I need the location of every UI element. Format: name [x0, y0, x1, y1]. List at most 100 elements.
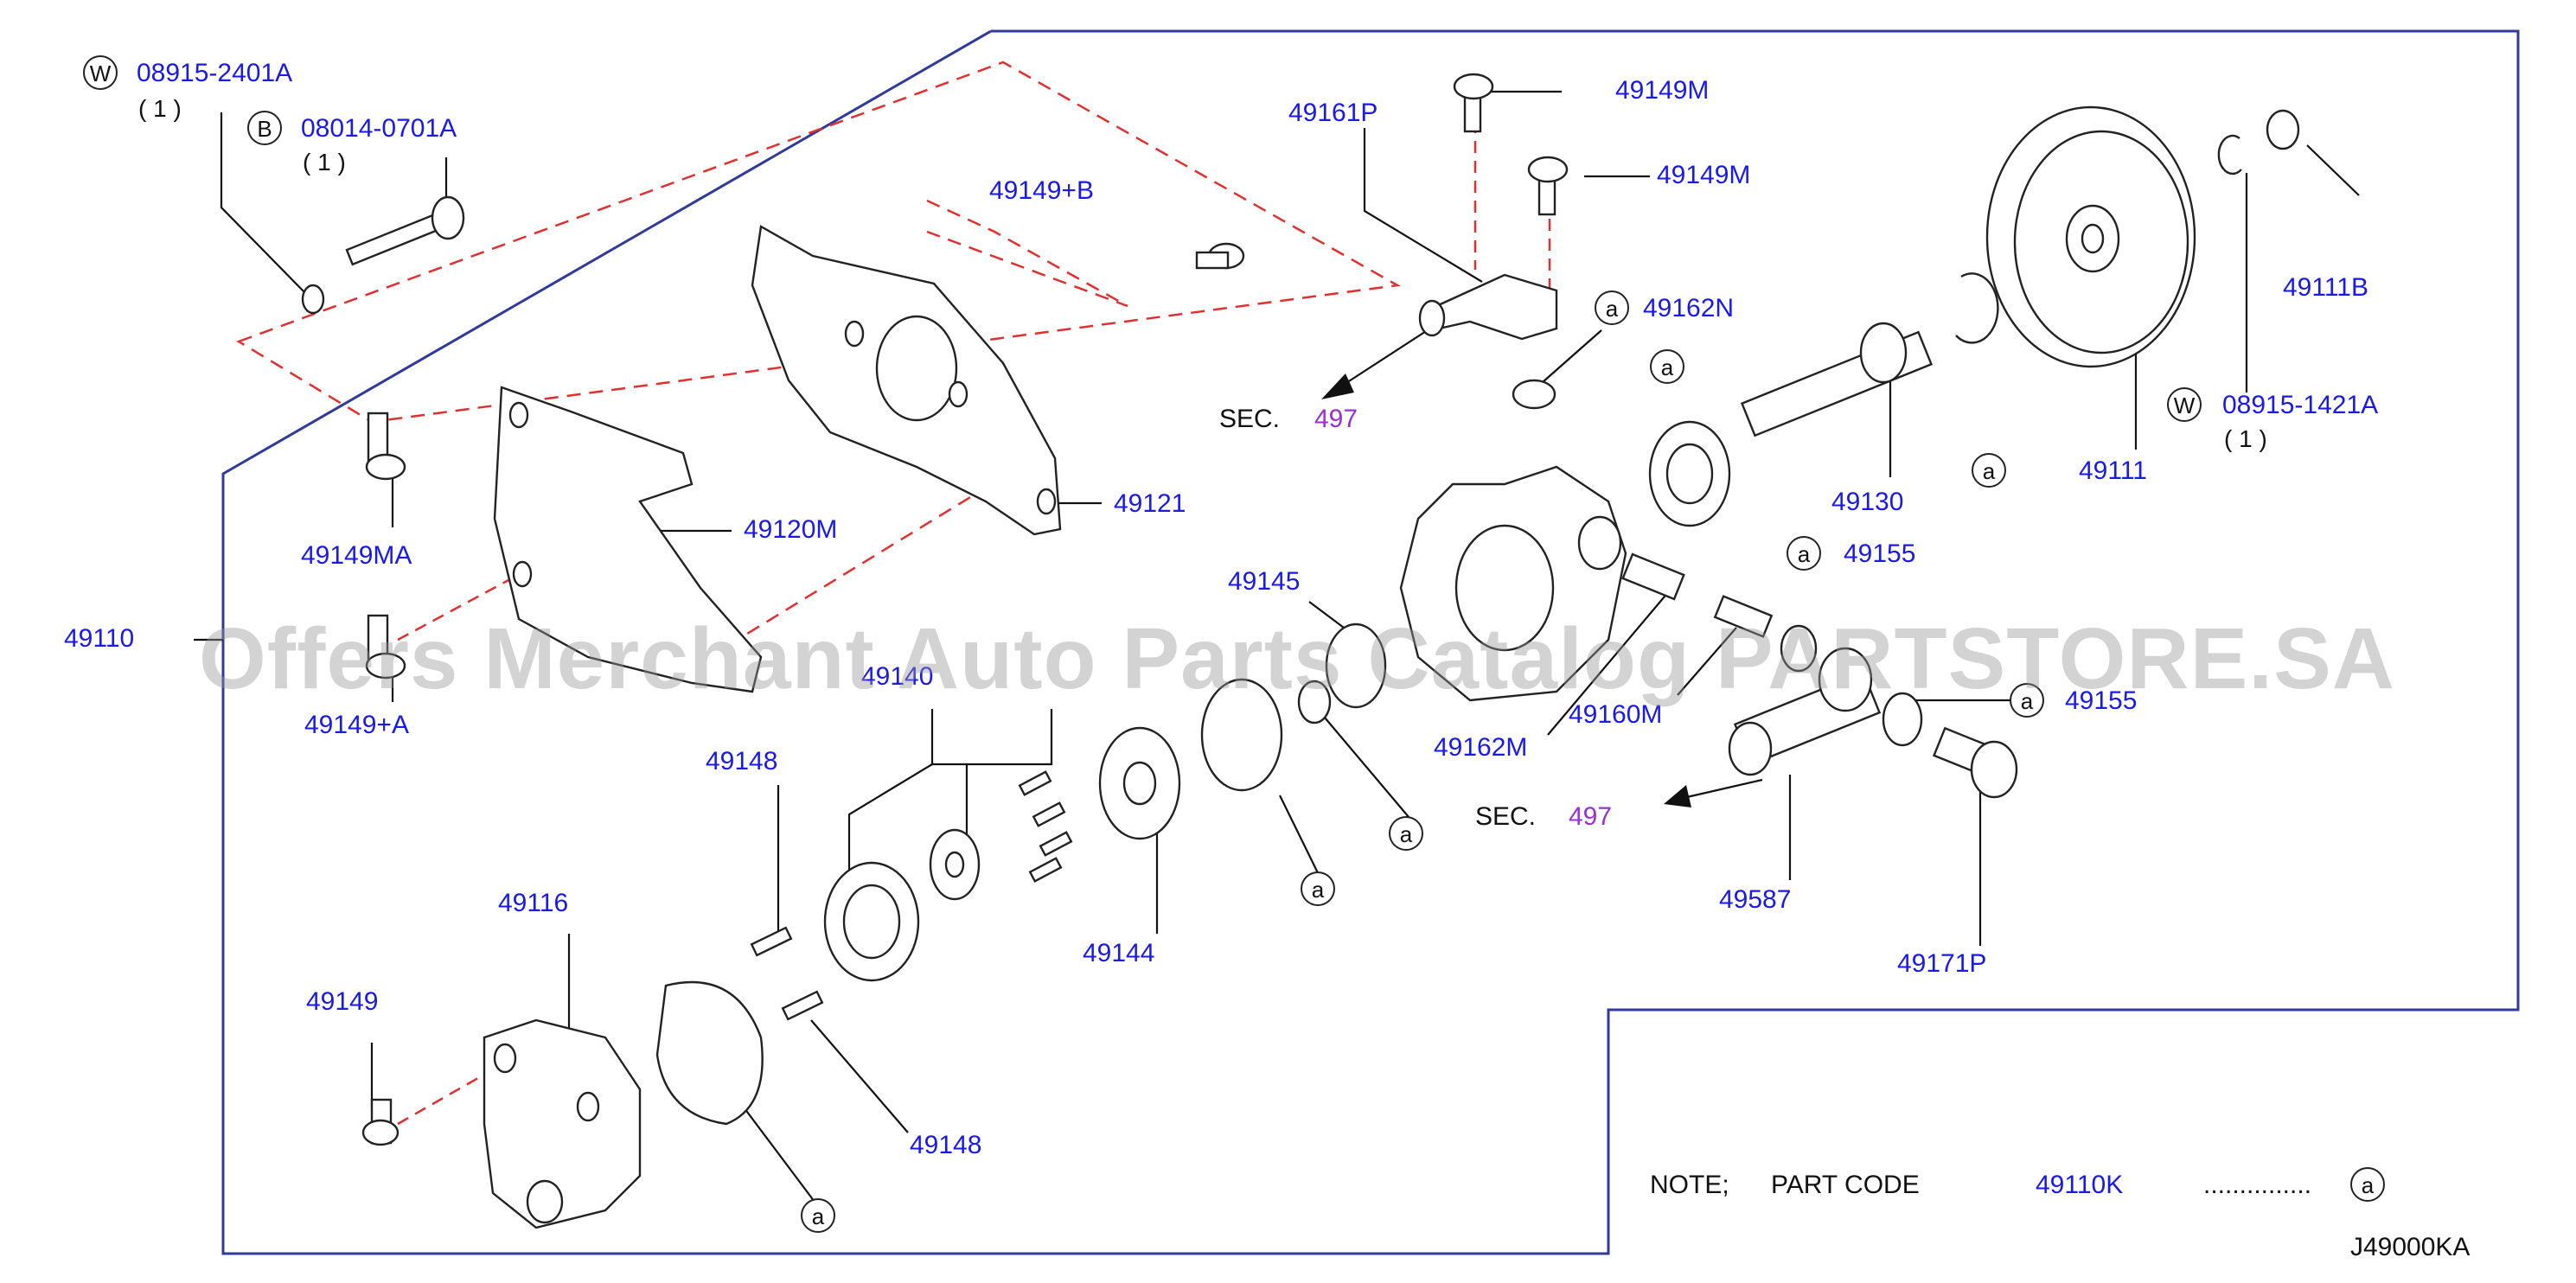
part-49145[interactable]: 49145 [1228, 567, 1301, 596]
nut-49111B [2266, 109, 2300, 150]
snap-ring [1955, 272, 1999, 344]
leader-08915-2401A [220, 112, 307, 295]
symbol-a-49155-2: a [2010, 683, 2044, 718]
sec-number-1[interactable]: 497 [1314, 405, 1358, 433]
part-49149[interactable]: 49149 [306, 987, 379, 1016]
housing-49116-hole-1 [493, 1043, 517, 1074]
bracket-49120M-hole-1 [508, 401, 529, 429]
sec-arrow-line-2 [1678, 778, 1763, 801]
bolt-49149M-1-shaft [1463, 95, 1482, 133]
qty-08014-0701A: ( 1 ) [303, 149, 346, 176]
part-08915-2401A[interactable]: 08915-2401A [137, 59, 293, 87]
note-label: NOTE; [1650, 1171, 1729, 1199]
part-49149M-2[interactable]: 49149M [1657, 161, 1751, 189]
symbol-a-cap: a [1389, 816, 1423, 851]
qty-08915-2401A: ( 1 ) [138, 95, 182, 122]
oring-49145 [1325, 622, 1387, 709]
bracket-49121-bolt-hole-2 [948, 380, 968, 408]
washer-08915-1421A [2217, 134, 2242, 176]
part-49161P[interactable]: 49161P [1288, 99, 1378, 127]
cam-ring-inner [842, 884, 901, 960]
part-08915-1421A[interactable]: 08915-1421A [2222, 391, 2379, 419]
sec-arrow-line-1 [1336, 324, 1436, 390]
connector-49161P [1423, 273, 1558, 341]
part-49149B[interactable]: 49149+B [989, 176, 1094, 205]
side-plate-49144-hole [1122, 761, 1157, 806]
bolt-49149M-2-shaft [1537, 178, 1556, 216]
shaft-49130-flange [1859, 322, 1908, 384]
bolt-49149B-shaft [1195, 251, 1230, 270]
symbol-a-49155-1: a [1787, 536, 1821, 571]
part-49144[interactable]: 49144 [1083, 939, 1155, 967]
dowel-pin-1 [750, 926, 793, 957]
symbol-w-2: W [2167, 387, 2202, 422]
part-49110[interactable]: 49110 [64, 624, 135, 653]
part-49155-1[interactable]: 49155 [1844, 539, 1916, 568]
pulley-49111-bore [2081, 223, 2105, 254]
vane-3 [1039, 831, 1073, 857]
inner-dashed-line [926, 199, 1128, 308]
bracket-49121-bolt-hole-3 [1036, 488, 1057, 515]
cover-plate [1200, 678, 1283, 792]
housing-49116-hole-3 [526, 1179, 564, 1224]
note-symbol-a: a [2350, 1167, 2385, 1202]
part-49148-2[interactable]: 49148 [910, 1131, 982, 1159]
bolt-49149M-2-head [1527, 156, 1569, 183]
leader-49148-2 [810, 1019, 909, 1133]
rotor-hub [944, 851, 965, 878]
washer-49155-1 [1780, 624, 1818, 673]
part-49148-1[interactable]: 49148 [706, 747, 778, 776]
leader-49161P [1363, 128, 1483, 283]
part-49155-2[interactable]: 49155 [2065, 686, 2138, 715]
part-49162N[interactable]: 49162N [1643, 294, 1735, 322]
bolt-49149M-1-head [1453, 73, 1494, 100]
symbol-b: B [247, 111, 282, 145]
symbol-a-seal: a [1650, 349, 1684, 384]
part-49120M[interactable]: 49120M [744, 515, 838, 544]
bracket-dashed-outline [236, 61, 1401, 424]
sec-arrow-head-2 [1664, 785, 1691, 807]
part-49111B[interactable]: 49111B [2283, 273, 2368, 302]
note-part-code[interactable]: 49110K [2036, 1171, 2124, 1199]
part-49149MA[interactable]: 49149MA [301, 541, 412, 570]
leader-a-cap [1324, 717, 1419, 829]
part-49121[interactable]: 49121 [1114, 489, 1186, 518]
part-49149M-1[interactable]: 49149M [1615, 76, 1710, 105]
bolt-49149A-head [365, 652, 406, 680]
part-49162M[interactable]: 49162M [1434, 733, 1528, 762]
part-08014-0701A[interactable]: 08014-0701A [301, 114, 457, 143]
symbol-a-oring: a [1301, 871, 1335, 906]
sec-number-2[interactable]: 497 [1569, 802, 1613, 831]
gasket [655, 980, 764, 1126]
symbol-a-snapring: a [1972, 453, 2006, 488]
note-part-code-label: PART CODE [1771, 1171, 1920, 1199]
bolt-dashed-line-4 [397, 578, 511, 642]
washer-small [301, 284, 325, 315]
bracket-49120M [493, 386, 763, 693]
watermark-text: Offers Merchant Auto Parts Catalog PARTS… [199, 610, 2395, 707]
vane-1 [1018, 770, 1052, 796]
part-49171P[interactable]: 49171P [1897, 949, 1987, 978]
leader-a-gasket [736, 1097, 815, 1203]
part-49160M[interactable]: 49160M [1569, 700, 1663, 729]
part-49140[interactable]: 49140 [861, 662, 934, 691]
part-49111[interactable]: 49111 [2079, 456, 2147, 485]
pump-body-port [1577, 515, 1622, 571]
seal-inner [1665, 443, 1714, 505]
part-49587[interactable]: 49587 [1719, 885, 1792, 914]
assembly-boundary [221, 29, 2520, 1255]
vane-2 [1032, 801, 1066, 827]
bracket-49120M-hole-2 [512, 560, 533, 588]
spring-49162M [1621, 552, 1685, 601]
bolt-49149MA-head [365, 453, 406, 481]
part-49130[interactable]: 49130 [1831, 488, 1904, 516]
sec-label-1: SEC. [1219, 405, 1281, 433]
symbol-a-gasket: a [801, 1198, 835, 1233]
part-49116[interactable]: 49116 [498, 889, 569, 917]
bolt-49149-head [361, 1119, 400, 1146]
symbol-w-1: W [83, 55, 118, 90]
part-49149A[interactable]: 49149+A [304, 711, 409, 739]
symbol-a-49162N: a [1595, 290, 1629, 325]
note-dots: ............... [2203, 1171, 2312, 1199]
